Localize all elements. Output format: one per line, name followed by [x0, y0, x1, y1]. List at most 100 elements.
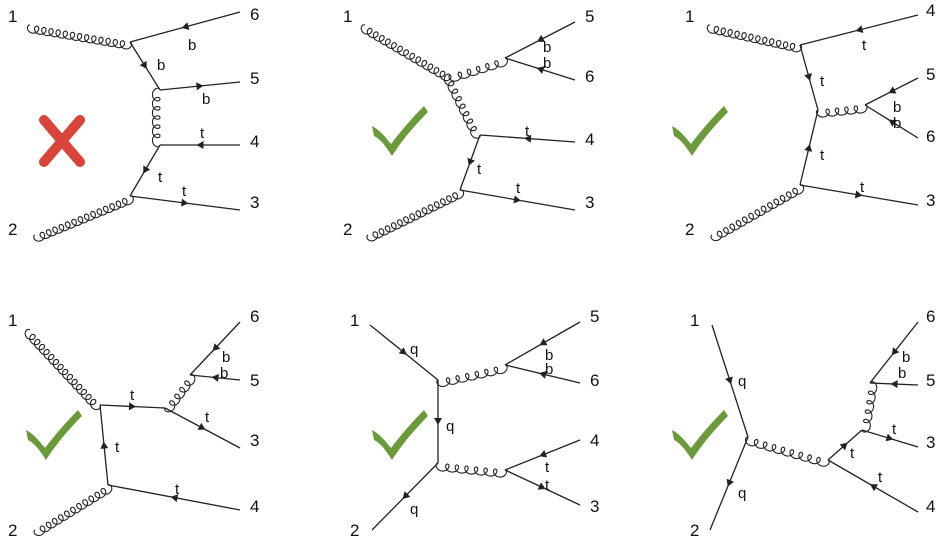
external-label-5: 5 — [250, 69, 259, 88]
fermion-arrow-icon — [536, 66, 545, 74]
fermion-arrow-icon — [885, 433, 894, 442]
particle-label-q: q — [446, 418, 454, 435]
particle-label-t: t — [878, 469, 883, 486]
check-mark-icon — [672, 410, 728, 460]
fermion-arrow-icon — [888, 119, 897, 127]
particle-label-b: b — [202, 91, 210, 108]
cross-mark-icon — [39, 115, 85, 167]
fermion-arrow-icon — [537, 482, 546, 490]
particle-label-t: t — [525, 123, 530, 140]
particle-label-t: t — [130, 387, 135, 404]
gluon-line — [33, 195, 134, 242]
particle-label-t: t — [892, 421, 897, 438]
external-label-3: 3 — [590, 497, 599, 516]
fermion-arrow-icon — [539, 449, 548, 458]
particle-label-t: t — [115, 439, 120, 456]
fermion-arrow-icon — [139, 60, 147, 69]
external-label-3: 3 — [926, 191, 935, 210]
particle-label-t: t — [158, 169, 163, 186]
external-label-3: 3 — [250, 193, 259, 212]
external-label-2: 2 — [343, 220, 352, 239]
particle-label-b: b — [188, 37, 196, 54]
external-label-5: 5 — [250, 371, 259, 390]
fermion-arrow-icon — [128, 402, 136, 411]
fermion-arrow-icon — [170, 494, 179, 503]
gluon-line — [151, 87, 161, 148]
external-label-2: 2 — [8, 220, 17, 239]
particle-label-t: t — [545, 459, 550, 476]
gluon-line — [815, 104, 868, 118]
external-label-2: 2 — [350, 521, 359, 540]
particle-label-b: b — [543, 55, 551, 72]
external-label-5: 5 — [926, 65, 935, 84]
particle-label-q: q — [738, 373, 746, 390]
external-label-6: 6 — [926, 127, 935, 146]
fermion-arrow-icon — [402, 491, 411, 499]
gluon-line — [366, 189, 465, 242]
particle-label-b: b — [898, 365, 906, 382]
external-label-6: 6 — [250, 5, 259, 24]
fermion-arrow-icon — [854, 190, 863, 199]
external-label-5: 5 — [585, 7, 594, 26]
fermion-arrow-icon — [513, 195, 521, 204]
fermion-arrow-icon — [539, 370, 547, 379]
fermion-arrow-icon — [726, 478, 735, 487]
fermion-arrow-icon — [869, 484, 879, 492]
particle-label-b: b — [893, 99, 901, 116]
external-label-5: 5 — [590, 307, 599, 326]
external-label-4: 4 — [590, 431, 599, 450]
particle-label-b: b — [222, 349, 230, 366]
particle-label-t: t — [175, 481, 180, 498]
external-label-4: 4 — [926, 1, 935, 20]
external-label-1: 1 — [690, 311, 699, 330]
fermion-arrow-icon — [888, 86, 897, 94]
fermion-arrow-icon — [839, 442, 848, 451]
particle-label-t: t — [820, 147, 825, 164]
particle-label-b: b — [220, 365, 228, 382]
fermion-arrow-icon — [196, 141, 204, 149]
gluon-line — [744, 436, 830, 467]
check-mark-icon — [372, 106, 428, 156]
fermion-arrow-icon — [536, 34, 545, 42]
fermion-arrow-icon — [467, 157, 475, 166]
external-label-6: 6 — [926, 307, 935, 326]
fermion-arrow-icon — [181, 22, 190, 30]
particle-label-t: t — [182, 183, 187, 200]
fermion-arrow-icon — [434, 418, 442, 425]
external-label-2: 2 — [685, 220, 694, 239]
gluon-line — [360, 24, 452, 82]
particle-label-t: t — [820, 73, 825, 90]
particle-label-t: t — [200, 125, 205, 142]
fermion-arrow-icon — [181, 198, 189, 207]
fermion-arrow-icon — [100, 441, 109, 449]
external-label-5: 5 — [926, 371, 935, 390]
fermion-arrow-icon — [539, 338, 548, 346]
fermion-arrow-icon — [891, 347, 900, 356]
particle-label-b: b — [157, 57, 165, 74]
fermion-arrow-icon — [398, 347, 407, 355]
fermion-arrow-icon — [725, 376, 733, 385]
fermion-arrow-icon — [211, 373, 219, 382]
particle-label-b: b — [545, 347, 553, 364]
check-mark-icon — [372, 410, 428, 460]
particle-label-t: t — [862, 37, 867, 54]
gluon-line — [164, 373, 196, 413]
particle-label-t: t — [477, 161, 482, 178]
gluon-line — [443, 73, 481, 139]
check-mark-icon — [26, 410, 82, 460]
gluon-line — [26, 24, 133, 50]
particle-label-b: b — [893, 115, 901, 132]
fermion-arrow-icon — [855, 25, 864, 34]
gluon-line — [33, 484, 113, 537]
external-label-3: 3 — [250, 431, 259, 450]
particle-label-q: q — [410, 341, 418, 358]
fermion-arrow-icon — [890, 380, 898, 389]
particle-label-t: t — [205, 409, 210, 426]
fermion-arrow-icon — [212, 343, 221, 352]
